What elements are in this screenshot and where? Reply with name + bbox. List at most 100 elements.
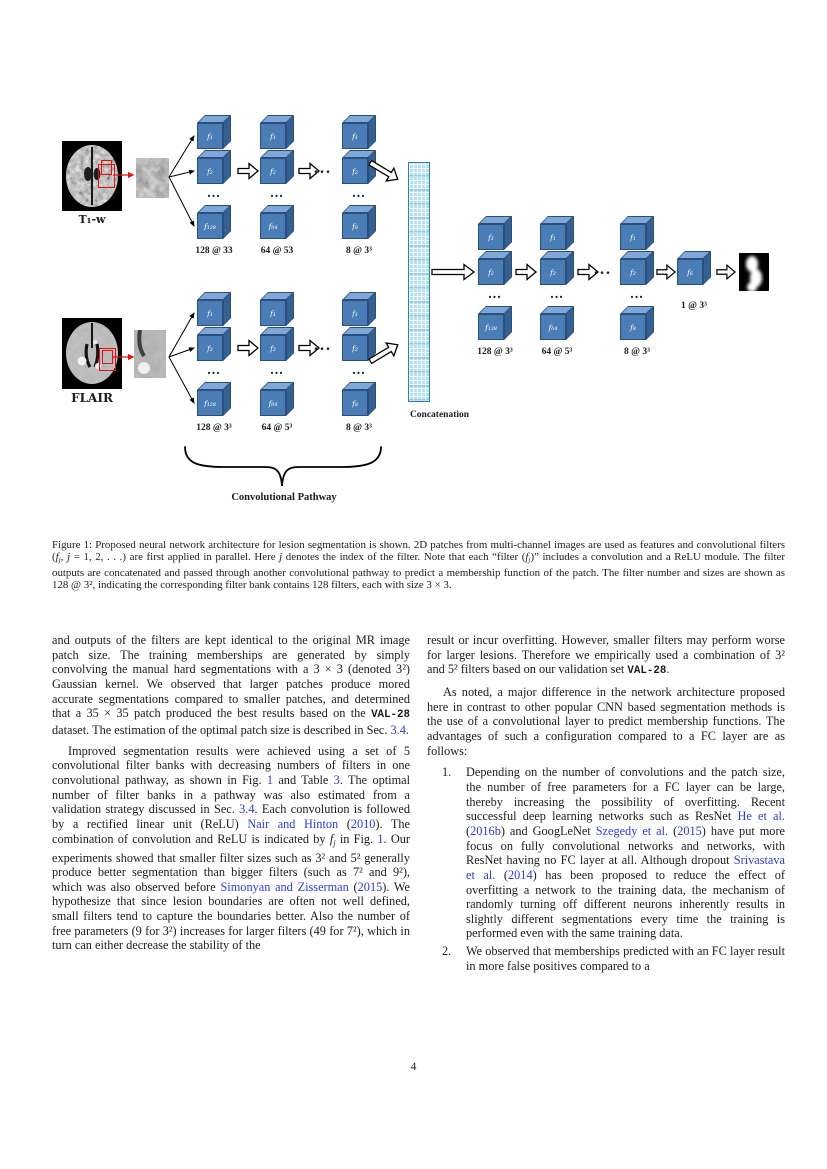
citation-link[interactable]: 2015 [677,823,702,838]
text-run: ( [466,823,471,838]
citation-link[interactable]: 1 [377,831,384,846]
filterbank-label: 8 @ 3³ [346,423,372,433]
ellipsis: ... [270,186,284,201]
filter-stack: f₁ f₂ ... f₆₄ 64 @ 53 [260,115,294,260]
text-run: . [666,662,670,677]
numbered-list: 1. Depending on the number of convolutio… [427,765,785,973]
filterbank-label: 128 @ 33 [195,246,233,256]
text-run: and Table [273,772,334,787]
citation-link[interactable]: 2014 [508,867,533,882]
red-arrow-icon [113,353,135,361]
filter-stack: f₁ f₂ ... f₁₂₈ 128 @ 3³ [196,292,232,437]
block-arrow-icon [515,263,537,281]
filter-cube: f₂ [620,259,646,285]
text-run: f [329,831,334,846]
text-run: = 1, 2, . . .) are first applied in para… [70,551,280,564]
citation-link[interactable]: 2015 [357,879,383,894]
filter-cube: f₁ [342,300,368,326]
filter-cube: f₆ [677,259,703,285]
filter-cube: f₁ [197,300,223,326]
text-run: f [55,551,59,564]
filter-stack: f₁ f₂ ... f₈ 8 @ 3³ [620,216,654,361]
citation-link[interactable]: 3 [333,772,340,787]
block-arrow-icon [577,263,599,281]
paragraph: As noted, a major difference in the netw… [427,685,785,758]
paragraph: Improved segmentation results were achie… [52,744,410,954]
text-run: We observed that memberships predicted w… [466,944,785,973]
paragraph: and outputs of the filters are kept iden… [52,633,410,738]
ellipsis: ... [270,363,284,378]
flair-label: FLAIR [71,391,113,405]
filter-cube: f₁ [260,123,286,149]
paragraph: result or incur overfitting. However, sm… [427,633,785,679]
filter-cube: f₂ [540,259,566,285]
ellipsis: ... [352,186,366,201]
list-item-text: Depending on the number of convolutions … [466,765,785,941]
t1-roi-box [101,160,112,175]
text-run: . [405,722,409,737]
concatenation-column [408,162,430,402]
citation-link[interactable]: He et al. [737,809,785,824]
filter-cube: f₈ [620,314,646,340]
t1-roi-box [98,164,115,188]
citation-link[interactable]: Simonyan and Zisserman [220,879,349,894]
page-number: 4 [410,1061,417,1073]
filter-cube: f₁₂₈ [197,390,223,416]
filter-cube: f₆₄ [260,213,286,239]
text-run: ( [338,816,351,831]
text-run: . Each convolution is followed by a rect… [52,802,410,831]
text-column-left: and outputs of the filters are kept iden… [52,633,410,1051]
text-run: . Our experiments showed that smaller fi… [52,831,410,894]
text-run: ) and GoogLeNet [500,823,596,838]
filter-cube: f₁ [620,224,646,250]
text-run: Depending on the number of convolutions … [466,765,785,824]
filter-cube: f₆₄ [540,314,566,340]
ellipsis: ... [630,287,644,302]
citation-link[interactable]: 1 [266,772,274,787]
filterbank-label: 128 @ 3³ [477,347,513,357]
citation-link[interactable]: 2016b [470,823,501,838]
block-arrow-icon [237,339,259,357]
filter-cube: f₁ [260,300,286,326]
filterbank-label: 64 @ 53 [260,246,294,256]
citation-link[interactable]: 3.4 [390,722,406,737]
citation-link[interactable]: Srivastava et al. [466,853,785,882]
text-run: VAL-28 [371,709,410,722]
text-run: Improved segmentation results were achie… [52,743,410,787]
t1-label: T₁-w [78,213,106,226]
text-column-right: result or incur overfitting. However, sm… [427,633,785,1077]
flair-patch-image [134,330,166,378]
ellipsis: ... [594,261,612,278]
text-run: ( [668,823,678,838]
filter-cube: f₁₂₈ [478,314,504,340]
filter-stack: f₁ f₂ ... f₆₄ 64 @ 5³ [540,216,574,361]
red-arrow-icon [113,171,135,179]
citation-link[interactable]: Szegedy et al. [595,823,669,838]
filter-cube: f₂ [197,158,223,184]
text-run: result or incur overfitting. However, sm… [427,633,785,677]
filter-cube: f₁₂₈ [197,213,223,239]
citation-link[interactable]: 3.4 [239,802,255,817]
block-arrow-icon [368,159,399,182]
ellipsis: ... [352,363,366,378]
t1-patch-image [136,158,169,198]
filter-stack: f₁ f₂ ... f₆₄ 64 @ 5³ [260,292,294,437]
citation-link[interactable]: Nair and Hinton [247,816,339,831]
citation-link[interactable]: 2010 [350,816,376,831]
text-run: dataset. The estimation of the optimal p… [52,722,391,737]
text-run: ). The combination of convolution and Re… [52,816,410,846]
figure-1-diagram: T₁-w [0,0,827,530]
text-run: ( [495,867,508,882]
filter-stack: f₁ f₂ ... f₁₂₈ 128 @ 3³ [477,216,513,361]
filter-cube: f₁ [197,123,223,149]
filter-cube: f₂ [342,335,368,361]
block-arrow-icon [716,263,736,281]
text-run: in Fig. [335,831,378,846]
text-run: Figure 1: Proposed neural network archit… [52,539,785,564]
list-item: 1. Depending on the number of convolutio… [427,765,785,941]
text-run: , [60,551,68,564]
text-run: ( [348,879,358,894]
filter-stack: f₁ f₂ ... f₁₂₈ 128 @ 33 [195,115,233,260]
filter-cube: f₈ [342,213,368,239]
